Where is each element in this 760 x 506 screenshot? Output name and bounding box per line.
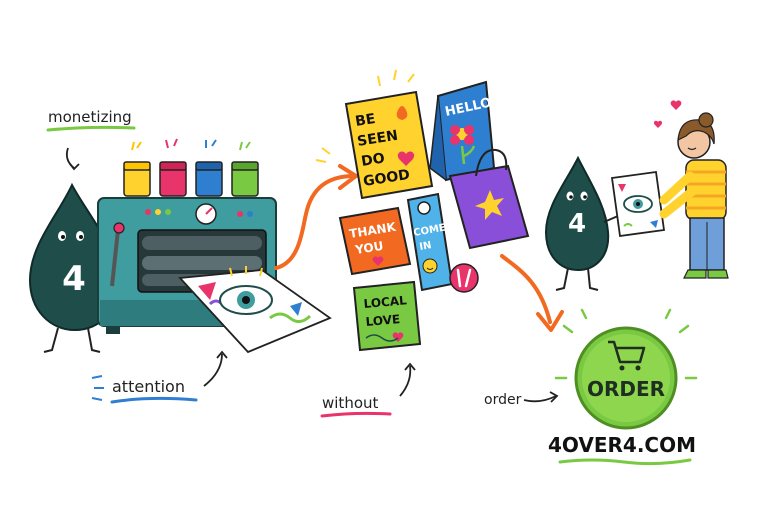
peace-sticker (449, 263, 479, 293)
order-button-label: ORDER (587, 377, 665, 401)
order-arrow (523, 395, 557, 403)
without-label: without (322, 394, 379, 412)
svg-text:SEEN: SEEN (356, 128, 399, 150)
sun-icon (475, 190, 504, 220)
printed-sheet-eye (178, 266, 332, 354)
card-thank-you: THANK YOU (338, 206, 412, 276)
monetizing-label: monetizing (48, 108, 132, 126)
monetizing-label-group: monetizing (46, 108, 136, 171)
heart-icon-small (670, 100, 682, 110)
svg-text:IN: IN (419, 240, 433, 253)
character-number-right: 4 (568, 209, 586, 239)
order-button[interactable]: ORDER (554, 308, 698, 430)
card-hello: HELLO (429, 80, 496, 182)
order-label: order (484, 392, 522, 408)
shopping-cart-icon (608, 340, 646, 371)
order-label-group: order (484, 391, 559, 408)
svg-text:BE: BE (354, 111, 376, 130)
door-hanger-come-in: COME IN (406, 192, 454, 292)
ink-cans (123, 138, 259, 197)
without-label-group: without (320, 362, 416, 418)
character-number-left: 4 (62, 259, 86, 299)
svg-text:DO: DO (360, 150, 386, 169)
website-group[interactable]: 4OVER4.COM (548, 433, 696, 466)
svg-text:LOVE: LOVE (365, 312, 401, 329)
card-local-love: LOCAL LOVE (352, 280, 422, 352)
attention-label-group: attention (91, 350, 228, 404)
svg-text:GOOD: GOOD (362, 167, 411, 190)
purple-shopping-bag (448, 148, 530, 250)
without-arrow (399, 365, 412, 397)
svg-text:LOCAL: LOCAL (363, 293, 408, 311)
butterfly-icon (396, 106, 408, 120)
flow-arrow-to-cards (274, 174, 356, 270)
website-link[interactable]: 4OVER4.COM (548, 433, 696, 457)
ink-drop-character-right: 4 (544, 155, 619, 291)
heart-icon (397, 151, 415, 166)
peace-hand-icon (456, 268, 472, 288)
smiley-icon (422, 258, 438, 274)
attention-label: attention (112, 377, 185, 396)
svg-text:YOU: YOU (353, 239, 384, 257)
card-be-seen-do-good: BE SEEN DO GOOD (344, 69, 434, 200)
attention-arrow (203, 353, 223, 387)
customer-person (653, 100, 729, 279)
flow-arrow-to-order (500, 254, 552, 324)
handed-print-eye (610, 170, 666, 238)
